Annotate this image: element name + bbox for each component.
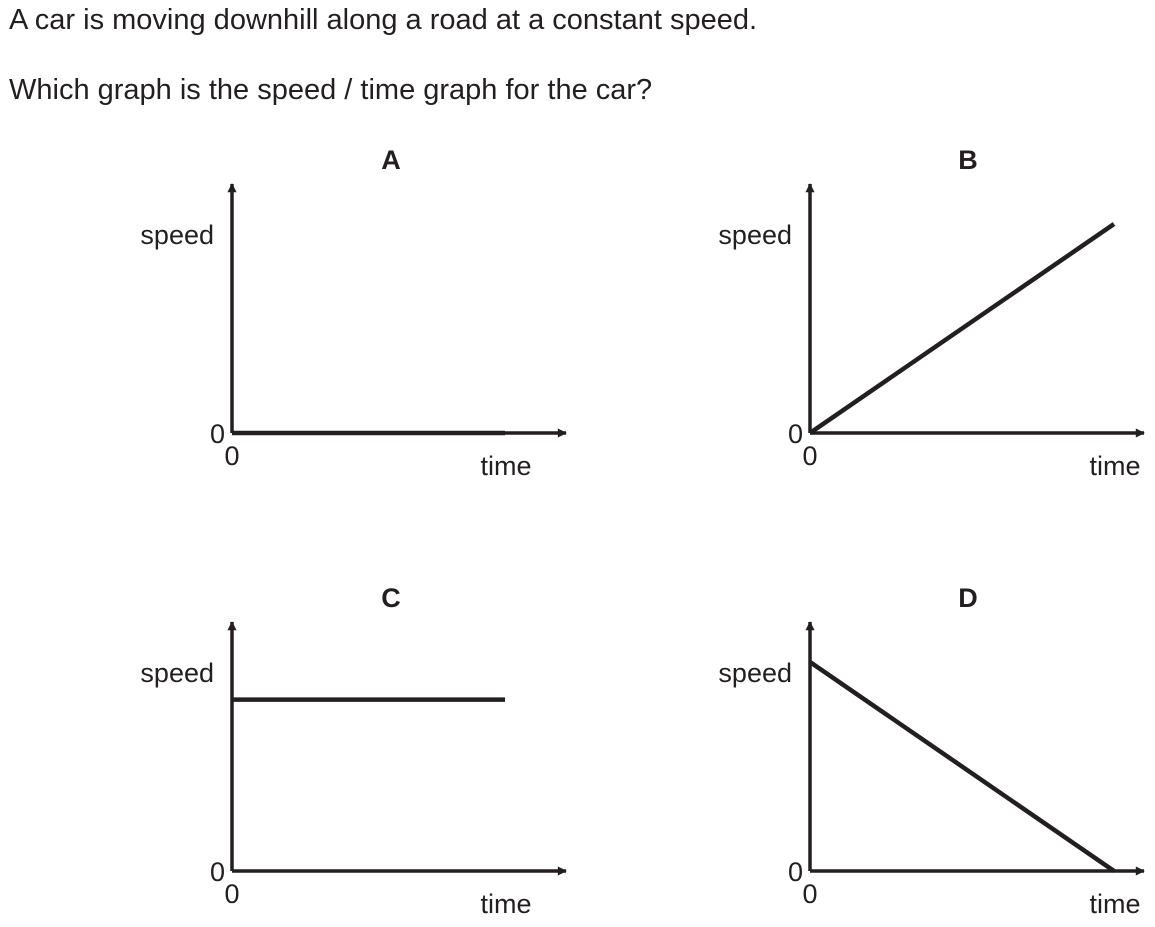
graph-b-series-line — [808, 222, 1116, 435]
graph-c-y-label: speed — [140, 658, 214, 688]
graph-a-y-origin-label: 0 — [210, 419, 225, 449]
graph-a-y-label: speed — [140, 220, 214, 250]
graph-a-option-letter: A — [381, 145, 401, 175]
graph-b-option-letter: B — [958, 145, 978, 175]
graph-c-x-label: time — [480, 889, 531, 919]
graph-d-x-label: time — [1089, 889, 1140, 919]
graph-b-y-origin-label: 0 — [788, 419, 803, 449]
graph-d-y-label: speed — [718, 658, 792, 688]
graph-a-x-origin-label: 0 — [224, 441, 239, 471]
graph-b-x-origin-label: 0 — [802, 441, 817, 471]
question-prompt: Which graph is the speed / time graph fo… — [9, 74, 653, 106]
graph-a-x-label: time — [480, 451, 531, 481]
graph-b-x-label: time — [1089, 451, 1140, 481]
graph-d-series-line — [808, 660, 1116, 873]
graph-d-y-origin-label: 0 — [788, 857, 803, 887]
graph-d-x-origin-label: 0 — [802, 879, 817, 909]
graph-c-y-origin-label: 0 — [210, 857, 225, 887]
question-text: A car is moving downhill along a road at… — [9, 4, 758, 36]
graph-d-option-letter: D — [958, 583, 978, 613]
graph-c-x-origin-label: 0 — [224, 879, 239, 909]
graph-b-y-label: speed — [718, 220, 792, 250]
graph-c-option-letter: C — [381, 583, 401, 613]
